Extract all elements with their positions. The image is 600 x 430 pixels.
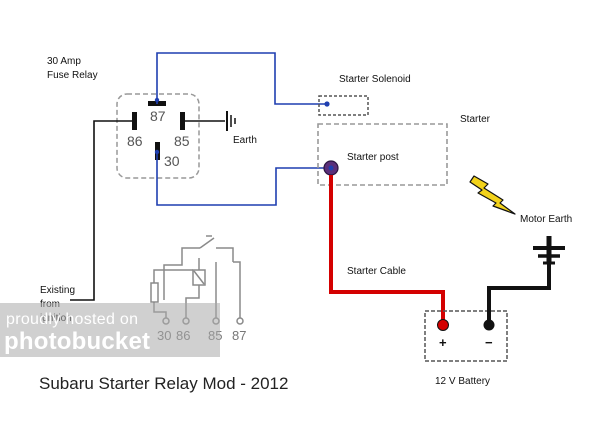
battery-label: 12 V Battery (435, 376, 490, 387)
relay-pin-86: 86 (127, 133, 143, 149)
watermark-line1: proudly hosted on (6, 311, 139, 328)
battery-plus-label: + (439, 335, 447, 350)
watermark-overlay (0, 303, 220, 357)
relay-pin-85: 85 (174, 133, 190, 149)
starter-cable-label: Starter Cable (347, 266, 406, 277)
motor-earth-cable (487, 262, 551, 320)
relay-terminal-86 (132, 112, 137, 130)
watermark-line2: photobucket (4, 328, 151, 355)
relay-pin-87: 87 (150, 108, 166, 124)
earth-label: Earth (233, 135, 257, 146)
wire-dot (154, 97, 160, 103)
starter-cable (329, 175, 445, 320)
wire-ignition-to-86 (70, 120, 132, 301)
relay-terminal-85 (180, 112, 185, 130)
starter-post-center (328, 165, 334, 171)
fuse-relay-label-line1: 30 Amp (47, 56, 81, 67)
diagram-title: Subaru Starter Relay Mod - 2012 (39, 374, 288, 393)
solenoid-terminal (324, 101, 330, 107)
starter-solenoid-box (318, 95, 369, 116)
spark-bolt-icon (469, 175, 516, 215)
starter-box (317, 123, 448, 186)
motor-earth-label: Motor Earth (520, 214, 572, 225)
battery-positive-terminal (437, 319, 449, 331)
wire-87-to-solenoid (156, 52, 327, 105)
starter-post-label: Starter post (347, 152, 399, 163)
existing-label-line1: Existing (40, 285, 75, 296)
relay-pin-30: 30 (164, 153, 180, 169)
wire-30-to-starter-post (156, 150, 332, 206)
relay-body (116, 93, 200, 179)
starter-label: Starter (460, 114, 491, 125)
starter-solenoid-label: Starter Solenoid (339, 74, 411, 85)
battery-box (424, 310, 508, 362)
battery-negative-terminal (483, 319, 495, 331)
wire-dot (154, 149, 160, 155)
fuse-relay-label-line2: Fuse Relay (47, 70, 98, 81)
schematic-pin-87: 87 (232, 328, 246, 343)
battery-minus-label: − (485, 335, 493, 350)
